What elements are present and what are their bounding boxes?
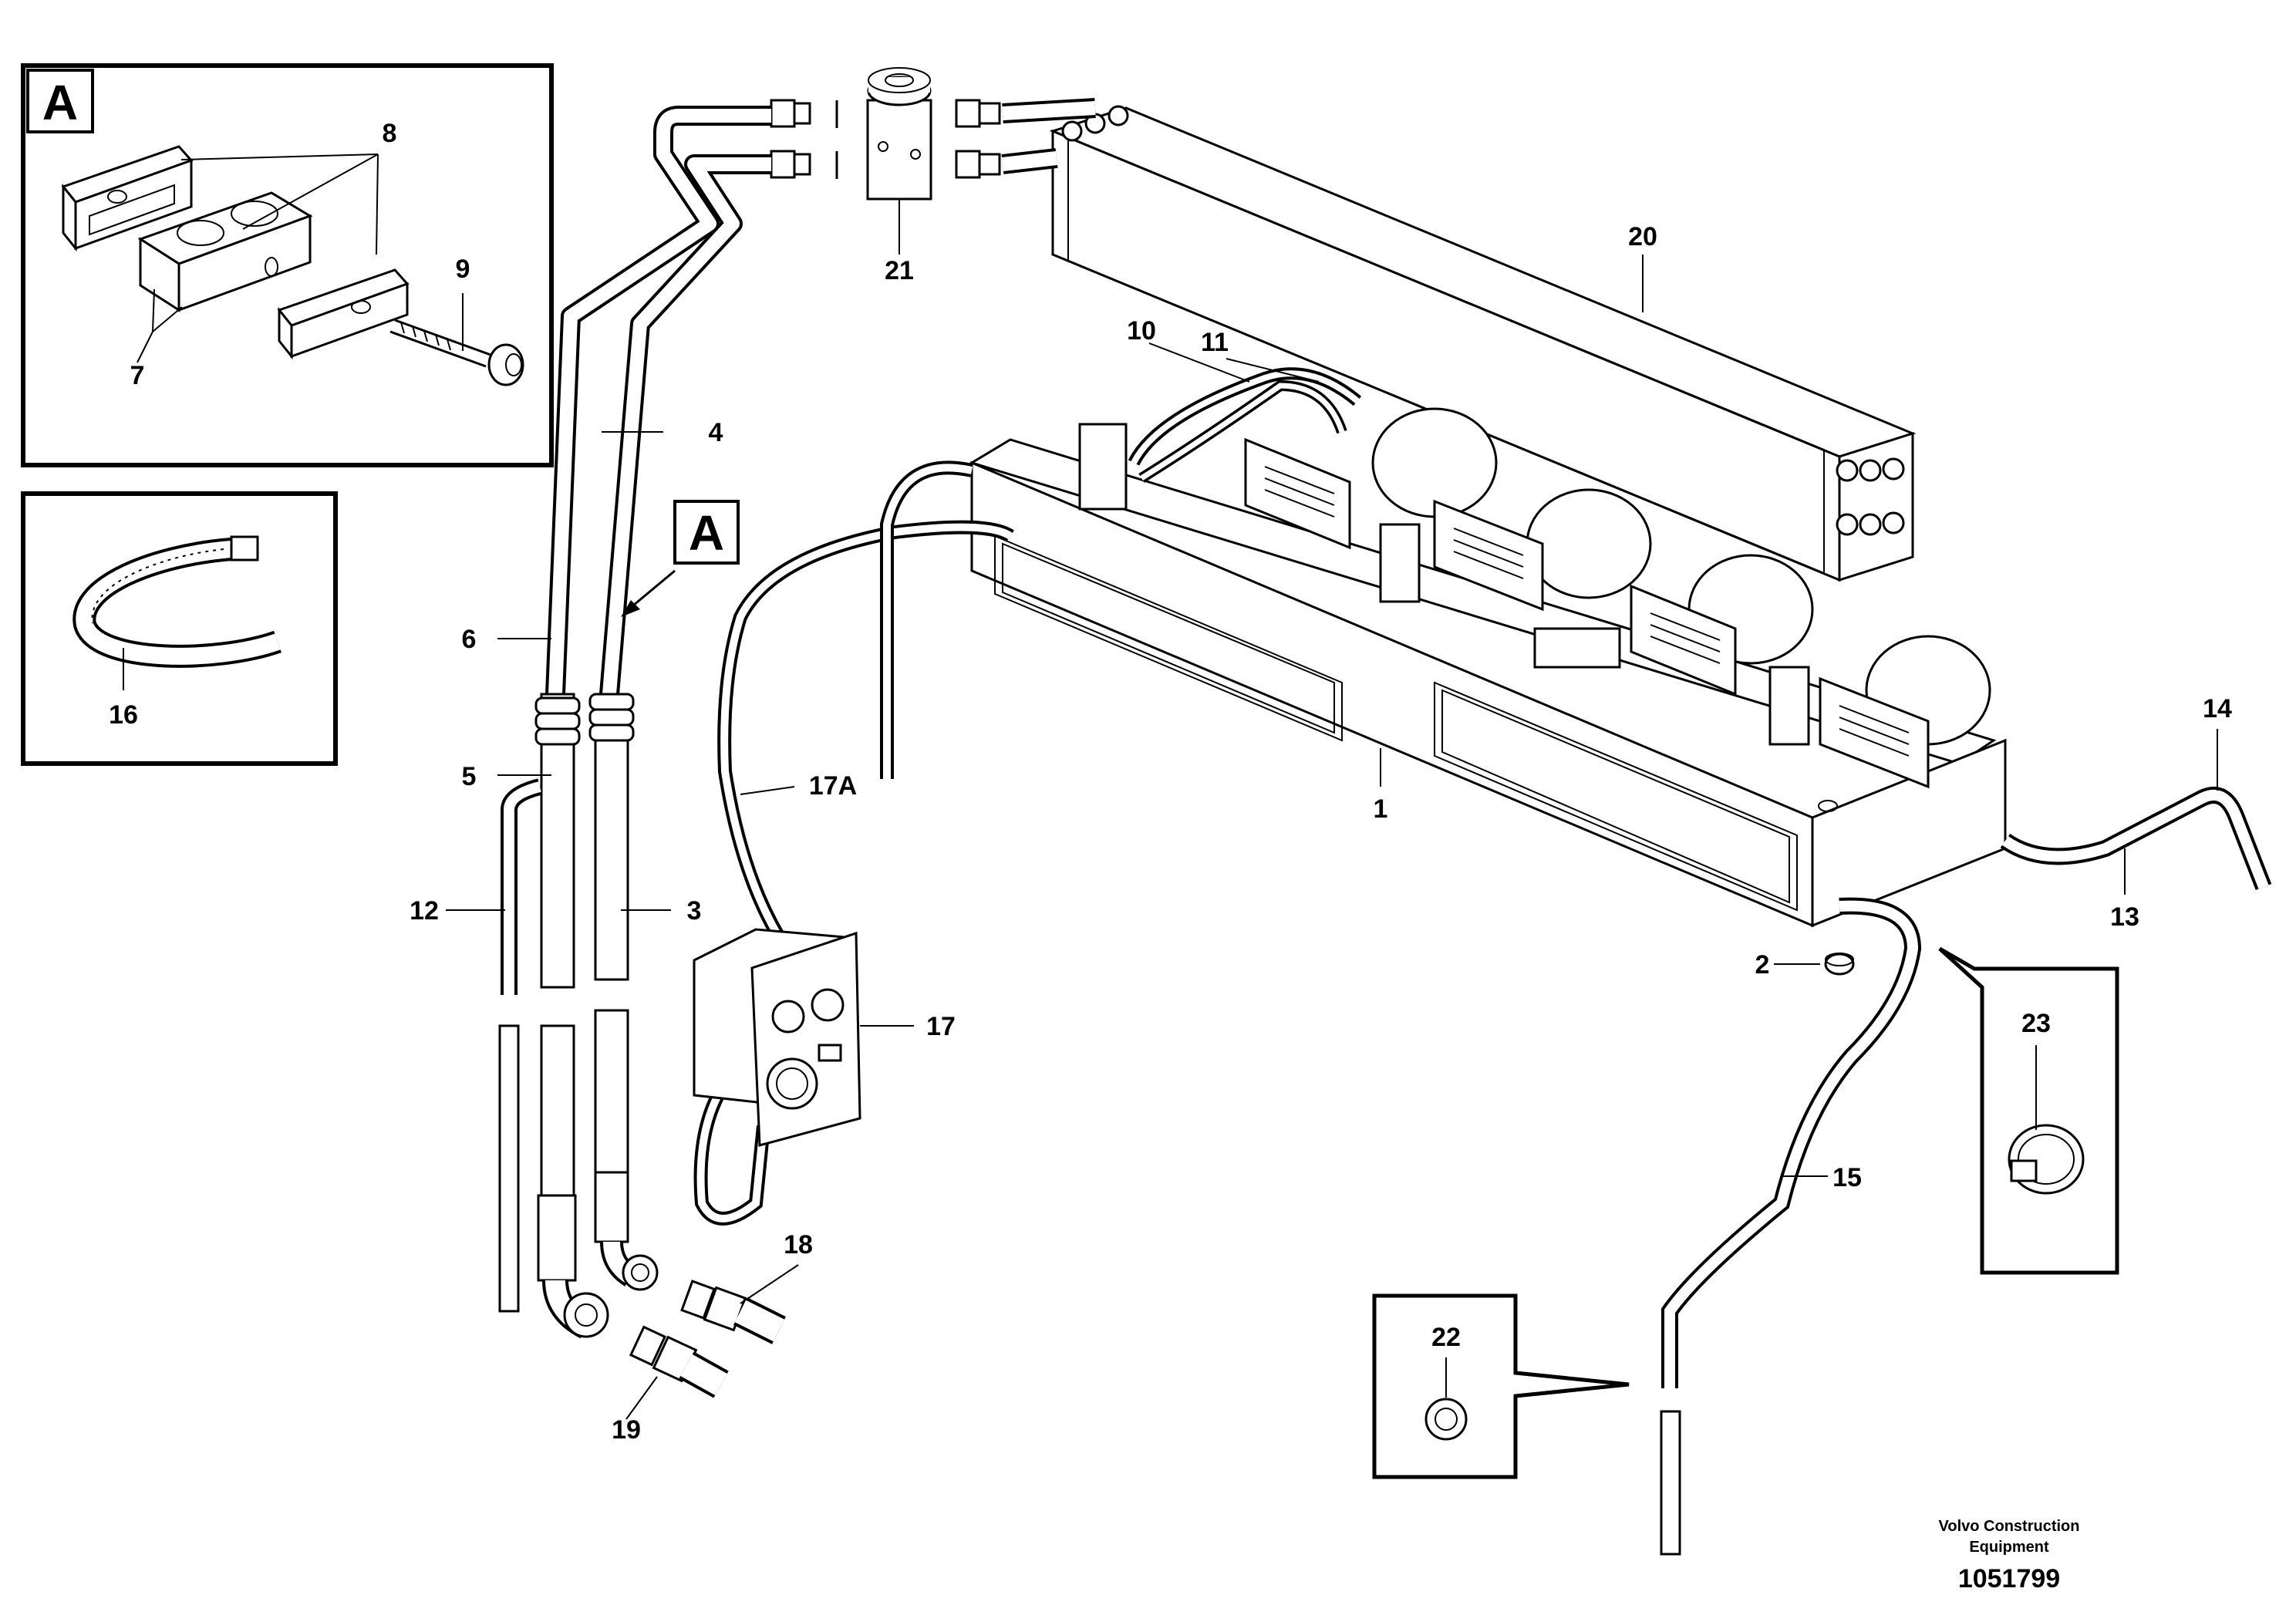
callout-6: 6	[462, 625, 477, 654]
callout-5: 5	[462, 762, 477, 791]
callout-17: 17	[926, 1012, 956, 1041]
company-name-line2: Equipment	[1969, 1539, 2049, 1556]
callout-2: 2	[1755, 950, 1770, 980]
hose-nut-icon	[563, 1254, 659, 1338]
expansion-valve: 21	[770, 67, 1001, 285]
callout-18: 18	[784, 1230, 813, 1259]
grommet-icon	[1824, 953, 1855, 976]
control-panel: 17	[693, 928, 956, 1147]
callout-7: 7	[130, 361, 145, 390]
refrigerant-hoses	[534, 98, 1096, 1339]
heat-exchanger: 20	[1049, 105, 1917, 582]
cable-tie-icon	[72, 535, 282, 668]
bolt-icon	[389, 319, 524, 386]
cable-tie-inset: 16	[21, 491, 338, 766]
company-name-line1: Volvo Construction	[1939, 1518, 2080, 1535]
clamp-block-icon	[137, 191, 313, 312]
callout-23: 23	[2021, 1009, 2051, 1038]
callout-12: 12	[410, 896, 439, 926]
rubber-pad-lower-icon	[277, 268, 410, 360]
plug-inset: 22	[1372, 1293, 1630, 1479]
drain-hose-15: 15	[1660, 897, 1922, 1556]
callout-9: 9	[456, 255, 470, 284]
callout-16: 16	[109, 700, 138, 730]
evaporator-unit: 1	[969, 407, 2007, 928]
detail-a-label: A	[42, 75, 78, 130]
hose-clamp-icon	[2008, 1124, 2085, 1195]
callout-22: 22	[1431, 1323, 1461, 1352]
pressure-sensor-18	[680, 1280, 786, 1344]
callout-8: 8	[383, 119, 397, 148]
detail-a-pointer-label: A	[689, 505, 724, 561]
drain-tube-12	[498, 778, 542, 1313]
callout-10: 10	[1127, 316, 1156, 346]
pressure-sensor-19	[629, 1325, 729, 1398]
hose-sleeve-icon	[534, 693, 635, 746]
callout-14: 14	[2203, 694, 2232, 723]
callout-11: 11	[1201, 328, 1229, 357]
callout-15: 15	[1832, 1163, 1862, 1192]
hose-clamp-inset: 23	[1938, 946, 2119, 1275]
callout-21: 21	[885, 256, 914, 285]
heat-exchanger-port-icon	[1061, 105, 1905, 536]
valve-fitting-icon	[770, 99, 1001, 179]
wiring-10-11: 10 11	[1127, 316, 1362, 483]
footer: Volvo Construction Equipment 1051799	[1939, 1518, 2080, 1593]
control-knob-icon	[766, 988, 845, 1110]
callout-13: 13	[2110, 902, 2139, 932]
callout-4: 4	[709, 418, 723, 447]
drawing-number: 1051799	[1958, 1564, 2060, 1593]
detail-a-inset: A	[21, 63, 554, 467]
callout-1: 1	[1374, 794, 1388, 824]
callout-20: 20	[1628, 222, 1657, 251]
callout-3: 3	[687, 896, 702, 926]
detail-a-pointer: A	[621, 500, 740, 617]
plug-icon	[1424, 1398, 1468, 1441]
callout-19: 19	[612, 1415, 641, 1445]
callout-17a: 17A	[809, 771, 857, 801]
wire-harness-17a: 17A	[693, 460, 1014, 1226]
rubber-pad-upper-icon	[61, 145, 194, 252]
drain-hose-13: 14 13	[2000, 694, 2272, 932]
